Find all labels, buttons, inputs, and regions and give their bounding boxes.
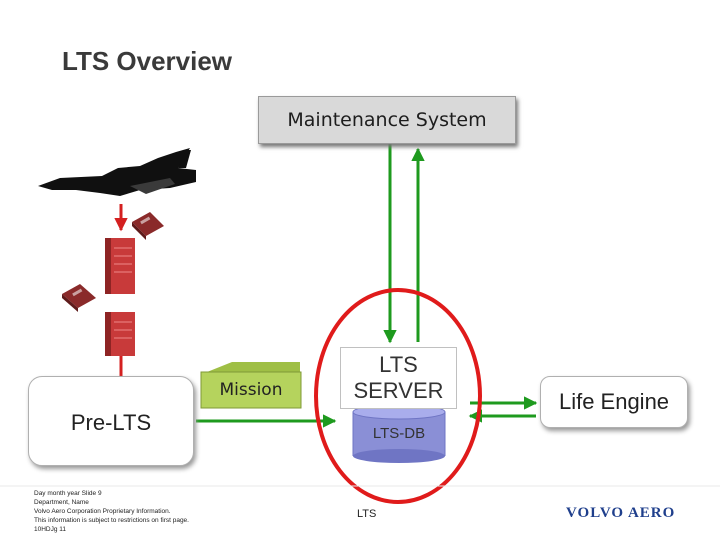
lts-server-label-line1: LTS bbox=[379, 352, 418, 377]
pre-lts-box: Pre-LTS bbox=[28, 376, 194, 466]
volvo-aero-logo: VOLVO AERO bbox=[566, 505, 676, 521]
footer-center-label: LTS bbox=[357, 508, 377, 520]
footer-line: 10HDJg 11 bbox=[34, 526, 67, 533]
footer-info: Day month year Slide 9 Department, Name … bbox=[34, 489, 189, 534]
lts-db-label: LTS-DB bbox=[372, 425, 426, 442]
server-tower-icon bbox=[105, 238, 135, 294]
highlight-circle bbox=[314, 288, 482, 504]
mission-folder-icon bbox=[200, 362, 302, 409]
lts-server-box: LTS SERVER bbox=[340, 347, 457, 409]
footer-line: This information is subject to restricti… bbox=[34, 517, 189, 524]
jet-aircraft-icon bbox=[38, 148, 196, 196]
page-title: LTS Overview bbox=[62, 46, 233, 76]
data-unit-icon bbox=[132, 212, 164, 240]
data-unit-icon bbox=[62, 284, 96, 312]
maintenance-system-box: Maintenance System bbox=[258, 96, 516, 144]
footer-line: Volvo Aero Corporation Proprietary Infor… bbox=[34, 508, 171, 515]
server-tower-icon bbox=[105, 312, 135, 356]
footer-line: Department, Name bbox=[34, 499, 89, 506]
mission-label: Mission bbox=[219, 380, 283, 400]
life-engine-box: Life Engine bbox=[540, 376, 688, 428]
lts-server-label-line2: SERVER bbox=[353, 378, 444, 403]
footer-line: Day month year Slide 9 bbox=[34, 490, 102, 497]
